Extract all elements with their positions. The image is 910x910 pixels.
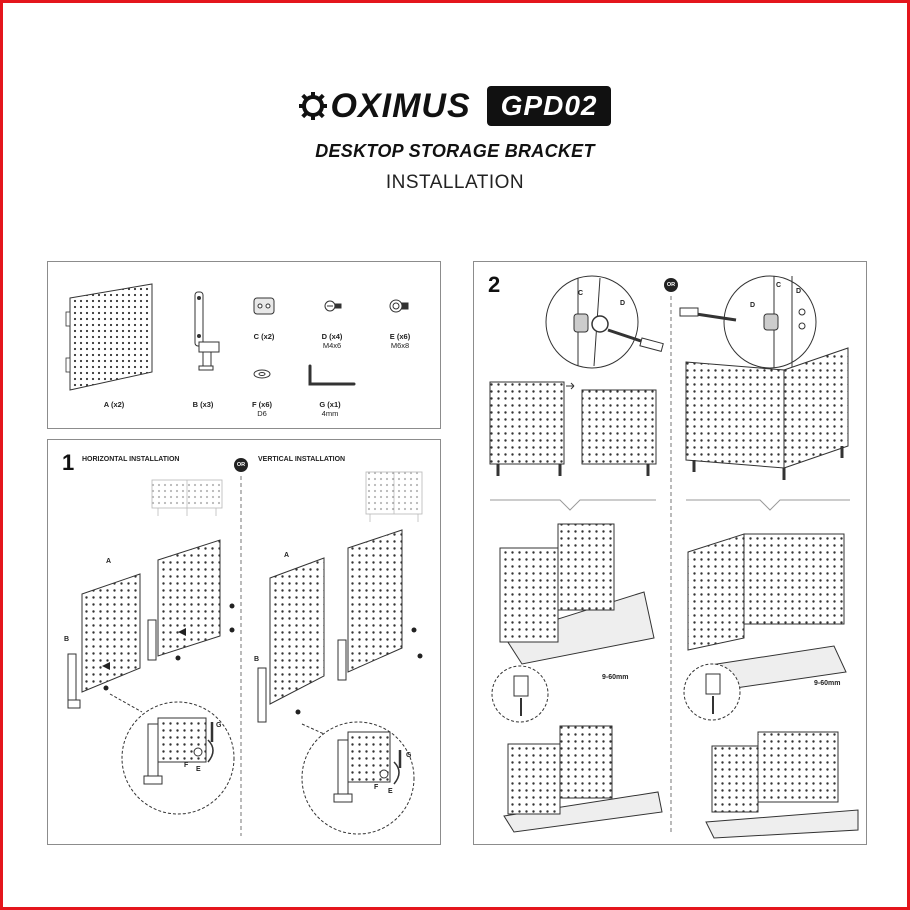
bracket-c-icon [253, 297, 275, 315]
board-pair-left [489, 381, 657, 476]
step2-illustration [489, 275, 859, 839]
label-e-left: E [196, 766, 201, 773]
label-d-left: D [620, 300, 626, 307]
brand-name: OXIMUS [330, 86, 471, 125]
step1-illustration [67, 471, 423, 836]
label-a-h: A [106, 558, 112, 565]
clamp-range-left: 9-60mm [602, 674, 629, 681]
pegboard-a-icon [65, 283, 153, 391]
part-c-label: C (x2) [253, 332, 275, 341]
part-g-label: G (x1)4mm [319, 400, 341, 418]
label-a-v: A [284, 552, 290, 559]
label-b-h: B [64, 636, 70, 643]
detail-circle-right [301, 721, 415, 835]
gear-logo-icon [298, 92, 327, 120]
final-left [503, 725, 663, 833]
horizontal-title: HORIZONTAL INSTALLATION [82, 456, 180, 463]
desk-right [683, 533, 847, 721]
board-corner-right [685, 347, 849, 480]
desk-left [491, 523, 655, 723]
clamp-range-right: 9-60mm [814, 680, 841, 687]
step1-number: 1 [62, 450, 75, 475]
label-g-right: G [406, 752, 412, 759]
label-f-left: F [184, 762, 189, 769]
horizontal-assembly [67, 539, 235, 709]
final-right [705, 731, 859, 839]
step2-number: 2 [488, 272, 501, 297]
step1-panel: 1 HORIZONTAL INSTALLATION OR VERTICAL IN… [47, 439, 441, 845]
or-badge-2: OR [664, 278, 678, 292]
washer-f-icon [253, 369, 271, 379]
label-d-right-2: D [750, 302, 756, 309]
product-subtitle: DESKTOP STORAGE BRACKET [315, 141, 595, 161]
label-g-left: G [216, 722, 222, 729]
label-c-left: C [578, 290, 584, 297]
label-c-right: C [776, 282, 782, 289]
detail-circle-left [109, 693, 235, 815]
step2-panel: 2 OR [473, 261, 867, 845]
part-e-label: E (x6)M6x8 [389, 332, 411, 350]
screw-d-icon [324, 300, 342, 312]
model-badge: GPD02 [486, 86, 612, 126]
connector-detail-right [679, 275, 817, 369]
label-f-right: F [374, 784, 379, 791]
screw-e-icon [389, 299, 409, 313]
label-e-right: E [388, 788, 393, 795]
part-b-label: B (x3) [192, 400, 214, 409]
parts-panel: A (x2) B (x3) C (x2) D (x4)M4x6 E (x6)M6… [47, 261, 441, 429]
or-badge: OR [234, 458, 248, 472]
label-d-right: D [796, 288, 802, 295]
part-f-label: F (x6)D6 [251, 400, 272, 418]
section-title: INSTALLATION [385, 172, 525, 193]
part-d-label: D (x4)M4x6 [321, 332, 343, 350]
label-b-v: B [254, 656, 260, 663]
parts-illustration [65, 283, 409, 391]
part-a-label: A (x2) [103, 400, 125, 409]
hex-key-g-icon [308, 364, 356, 386]
vertical-assembly [257, 529, 423, 723]
clamp-b-icon [194, 291, 220, 371]
connector-detail-left [545, 275, 664, 369]
header: OXIMUS GPD02 DESKTOP STORAGE BRACKET INS… [3, 81, 907, 194]
brand-logo: OXIMUS [298, 86, 471, 126]
vertical-title: VERTICAL INSTALLATION [258, 456, 346, 463]
